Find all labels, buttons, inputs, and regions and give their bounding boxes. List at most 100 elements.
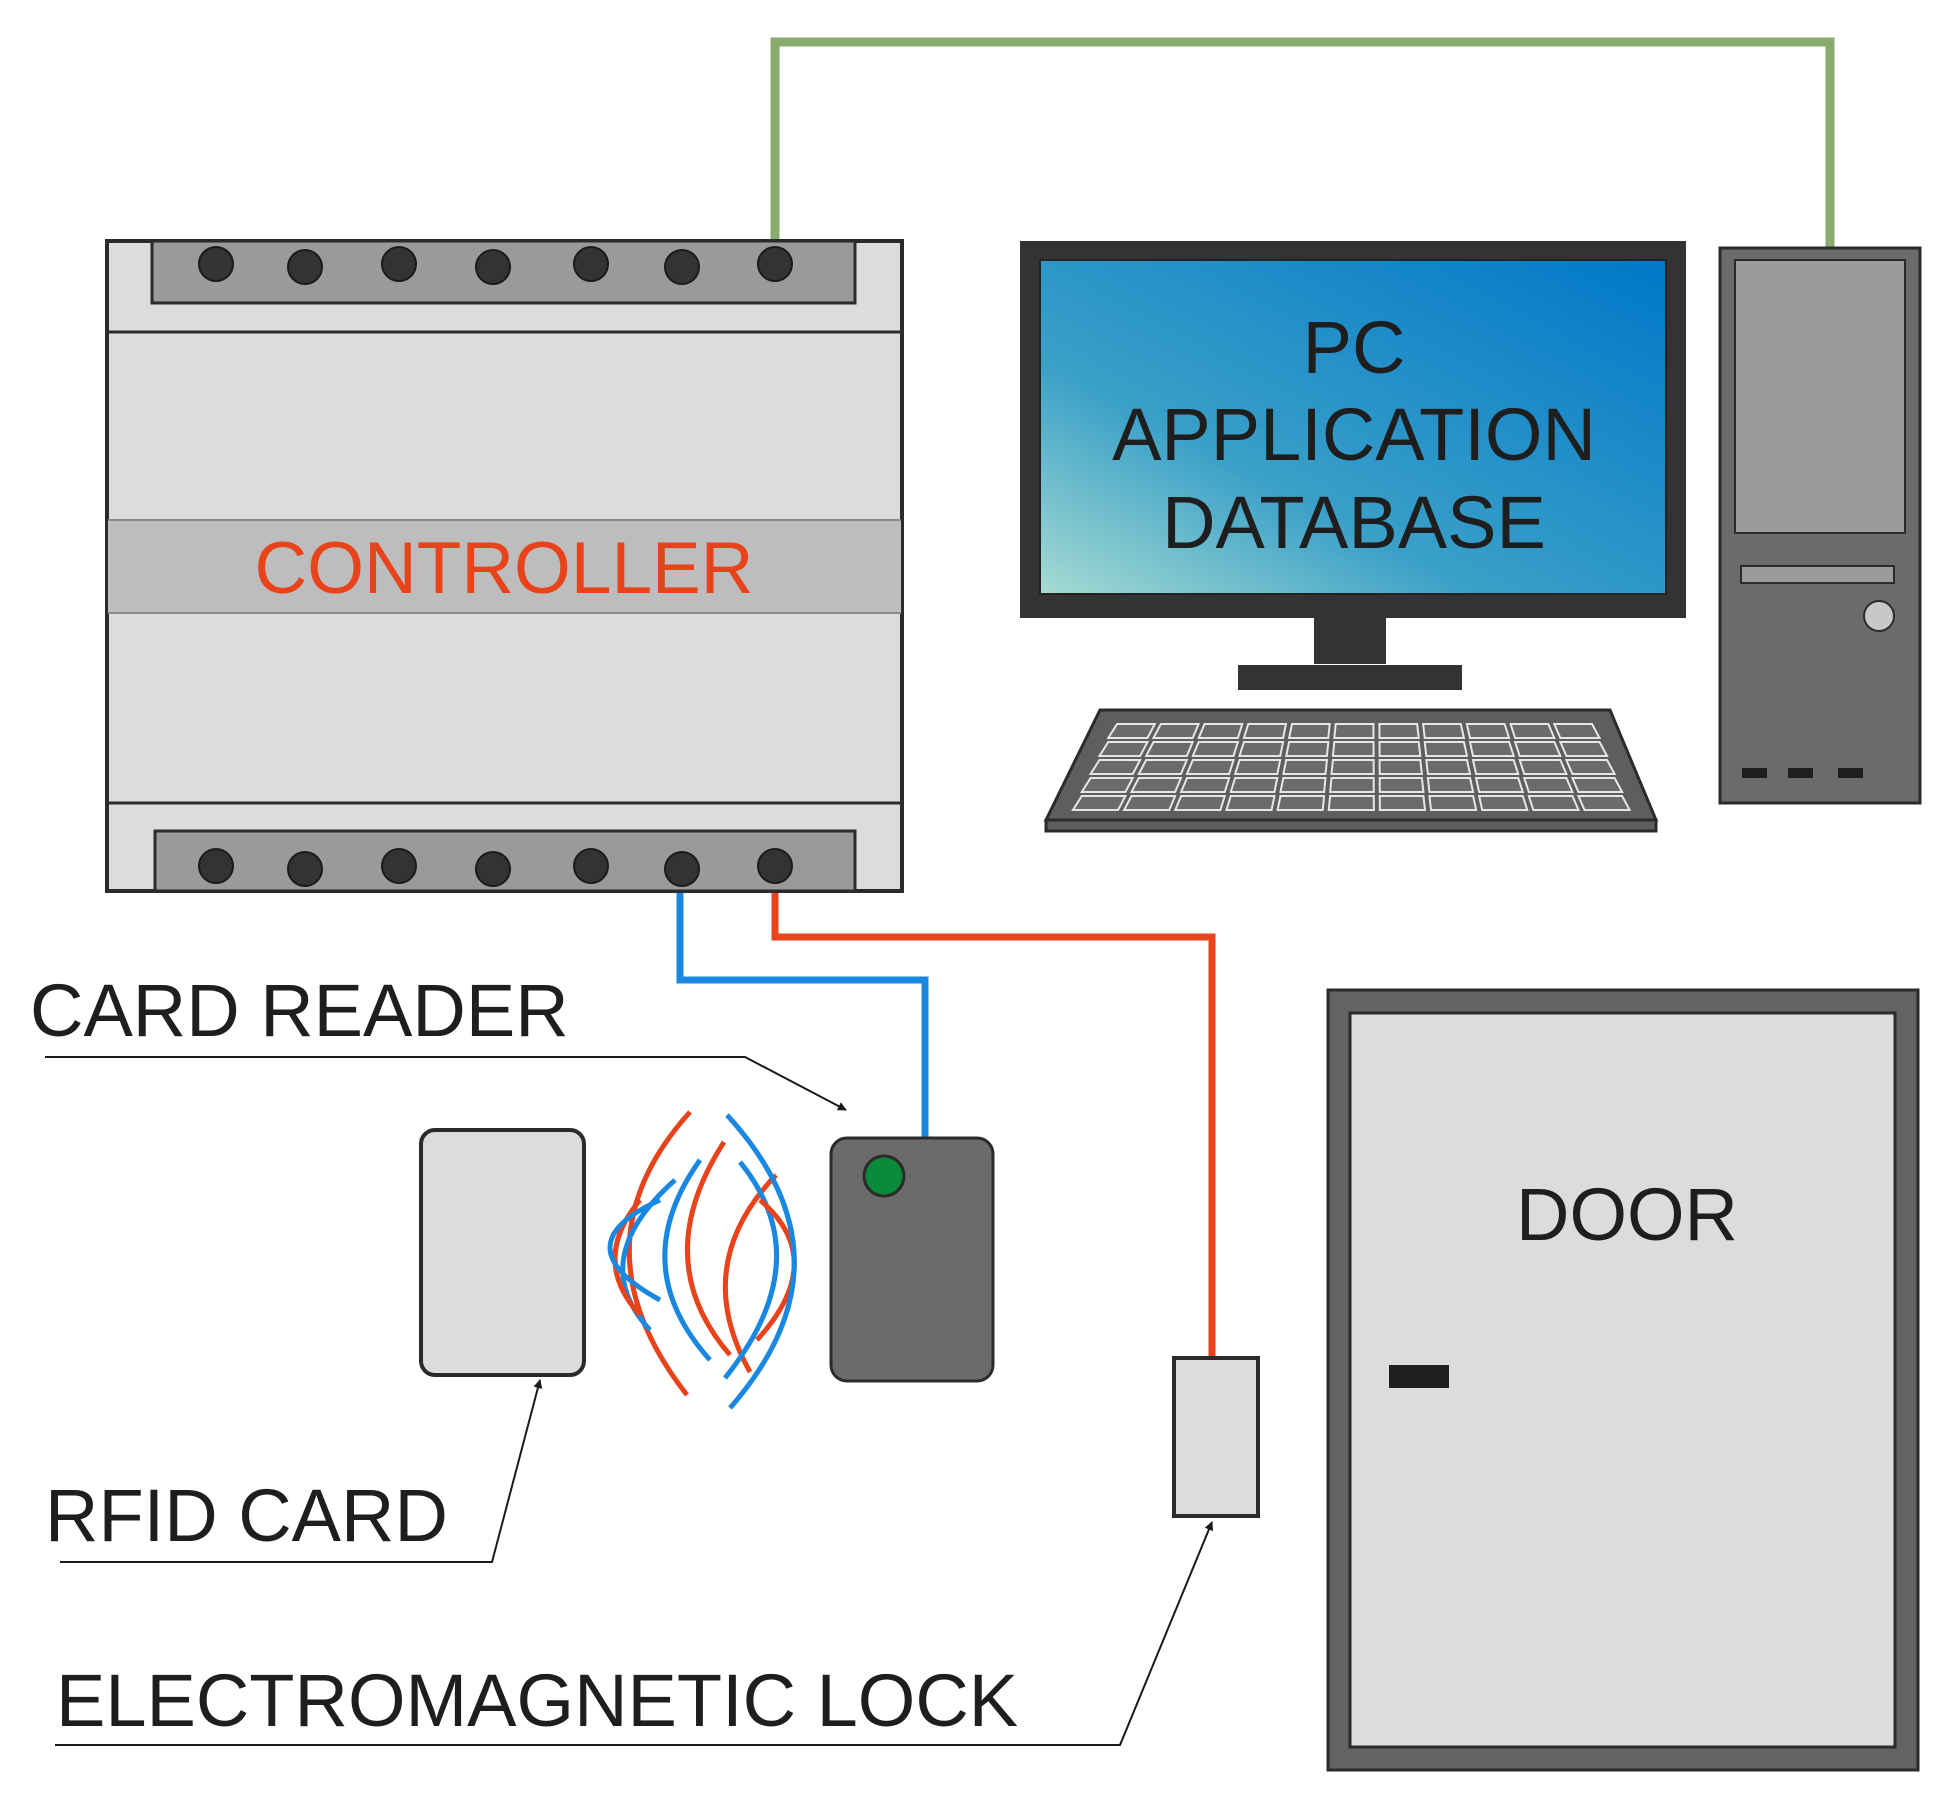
- electromagnetic-lock-icon: [1172, 1356, 1260, 1518]
- keyboard-key: [1425, 759, 1472, 775]
- keyboard-key: [1477, 795, 1529, 811]
- tower-led-2: [1788, 768, 1813, 778]
- top-terminal-screw-5: [573, 246, 609, 282]
- keyboard-key: [1106, 723, 1157, 739]
- card-reader-label: CARD READER: [30, 969, 569, 1052]
- lock-wire: [771, 880, 1216, 1358]
- keyboard-key: [1233, 759, 1282, 775]
- keyboard-key: [1284, 741, 1330, 757]
- top-terminal-screw-4: [475, 249, 511, 285]
- keyboard-key: [1513, 741, 1562, 757]
- tower-drive-bay: [1734, 259, 1906, 534]
- pc-label-line1: PC: [1303, 306, 1406, 389]
- keyboard-key: [1576, 795, 1632, 811]
- keyboard-key: [1426, 777, 1475, 793]
- door-label: DOOR: [1516, 1173, 1738, 1256]
- card-reader-icon: [829, 1136, 995, 1383]
- controller-label: CONTROLLER: [255, 528, 754, 609]
- controller-label-band: [108, 520, 901, 613]
- keyboard-key: [1282, 759, 1329, 775]
- door: DOOR: [1326, 988, 1920, 1772]
- keyboard-key: [1071, 795, 1128, 811]
- card-reader-leader: [45, 1056, 847, 1111]
- tower-power-button: [1863, 600, 1895, 632]
- bottom-terminal-screw-7: [757, 848, 793, 884]
- keyboard-key: [1428, 795, 1478, 811]
- electromagnetic-lock-leader: [55, 1521, 1214, 1746]
- top-terminal-screw-1: [198, 246, 234, 282]
- keyboard-key: [1151, 723, 1201, 739]
- top-terminal-screw-3: [381, 246, 417, 282]
- rfid-card-icon: [419, 1128, 586, 1377]
- keyboard-key: [1558, 741, 1609, 757]
- top-terminal-screw-2: [287, 249, 323, 285]
- pc-monitor: PC APPLICATION DATABASE: [1020, 241, 1686, 690]
- bottom-terminal-screw-3: [381, 848, 417, 884]
- keyboard-key: [1527, 795, 1581, 811]
- tower-led-3: [1838, 768, 1863, 778]
- keyboard-key: [1331, 741, 1375, 757]
- keyboard-key: [1474, 777, 1525, 793]
- keyboard-key: [1423, 741, 1469, 757]
- keyboard-key: [1378, 759, 1423, 775]
- keyboard-key: [1378, 723, 1420, 739]
- keyboard-key: [1185, 759, 1235, 775]
- keyboard-key: [1191, 741, 1240, 757]
- keyboard-key: [1330, 759, 1375, 775]
- keyboard-key: [1129, 777, 1183, 793]
- keyboard-key: [1229, 777, 1279, 793]
- keyboard-key: [1518, 759, 1568, 775]
- bottom-terminal-screw-4: [475, 851, 511, 887]
- keyboard-key: [1570, 777, 1624, 793]
- keyboard-key: [1242, 723, 1288, 739]
- keyboard-key: [1197, 723, 1244, 739]
- keyboard-key: [1378, 741, 1422, 757]
- keyboard-key: [1144, 741, 1195, 757]
- ethernet-wire: [770, 37, 1835, 252]
- pc-label-line2: APPLICATION: [1112, 393, 1596, 476]
- reader-led: [862, 1154, 906, 1198]
- controller-device: CONTROLLER: [105, 239, 904, 893]
- rf-waves-icon: [607, 1110, 797, 1410]
- keyboard-key: [1552, 723, 1602, 739]
- keyboard-key: [1122, 795, 1177, 811]
- keyboard-key: [1468, 741, 1516, 757]
- keyboard-key: [1137, 759, 1189, 775]
- keyboard-key: [1471, 759, 1520, 775]
- monitor-base: [1238, 665, 1462, 690]
- tower-led-1: [1742, 768, 1767, 778]
- top-terminals: [198, 246, 793, 285]
- top-terminal-screw-6: [664, 249, 700, 285]
- door-handle: [1389, 1365, 1449, 1388]
- bottom-terminals: [198, 848, 793, 887]
- bottom-terminal-screw-1: [198, 848, 234, 884]
- keyboard-key: [1509, 723, 1556, 739]
- keyboard-key: [1079, 777, 1135, 793]
- keyboard-key: [1225, 795, 1276, 811]
- pc-tower-icon: [1718, 246, 1922, 805]
- keyboard-key: [1088, 759, 1142, 775]
- keyboard-key: [1173, 795, 1227, 811]
- keyboard-key: [1179, 777, 1231, 793]
- keyboard-key: [1378, 795, 1427, 811]
- electromagnetic-lock-label: ELECTROMAGNETIC LOCK: [56, 1659, 1018, 1742]
- keyboard-key: [1465, 723, 1511, 739]
- keyboard-key: [1422, 723, 1466, 739]
- keyboard-key: [1287, 723, 1331, 739]
- bottom-terminal-screw-5: [573, 848, 609, 884]
- rfid-card-label: RFID CARD: [45, 1474, 448, 1557]
- keyboard-key: [1327, 795, 1375, 811]
- keyboard-key: [1564, 759, 1617, 775]
- top-terminal-screw-7: [757, 246, 793, 282]
- monitor-neck: [1314, 618, 1386, 664]
- keyboard-keys: [1071, 723, 1632, 811]
- bottom-terminal-screw-6: [664, 851, 700, 887]
- tower-slot: [1740, 565, 1895, 584]
- card-reader: [829, 1136, 995, 1383]
- keyboard-key: [1279, 777, 1327, 793]
- rfid-card-leader: [60, 1379, 543, 1563]
- keyboard-key: [1097, 741, 1150, 757]
- keyboard-key: [1238, 741, 1285, 757]
